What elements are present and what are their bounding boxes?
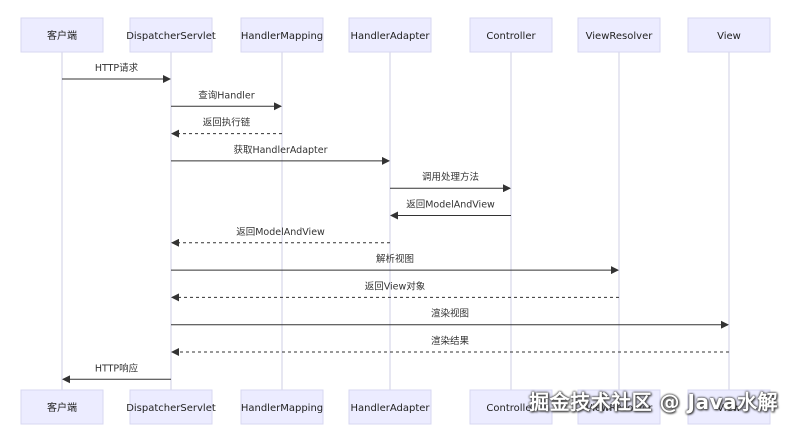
participant-label-bottom-dispatcherservlet: DispatcherServlet [126,403,216,414]
participant-label-bottom-viewresolver: ViewResolver [586,403,654,414]
message-label-9: 返回View对象 [365,280,426,292]
participant-box-top-view [687,17,771,53]
participant-box-top-p0 [20,17,104,53]
participant-box-top-controller [469,17,553,53]
participant-box-bottom-handlermapping [240,389,324,425]
message-label-1: HTTP请求 [95,62,139,74]
participant-label-bottom-handlermapping: HandlerMapping [241,403,323,414]
message-label-3: 返回执行链 [203,117,251,129]
message-label-8: 解析视图 [376,253,414,265]
message-label-4: 获取HandlerAdapter [233,145,327,156]
participant-label-bottom-p0: 客户端 [47,401,77,414]
participant-label-top-p0: 客户端 [47,29,77,42]
lifelines [61,52,730,390]
message-label-6: 返回ModelAndView [406,199,495,211]
message-label-2: 查询Handler [198,89,255,101]
participant-box-top-viewresolver [577,17,661,53]
participant-box-bottom-handleradapter [348,389,432,425]
participant-box-top-handlermapping [240,17,324,53]
participant-label-top-handlermapping: HandlerMapping [241,31,323,42]
participant-label-top-controller: Controller [486,31,536,42]
participant-box-bottom-view [687,389,771,425]
message-label-11: 渲染结果 [431,335,470,347]
watermark: 掘金技术社区 @ Java水解 [529,390,778,414]
participant-label-top-handleradapter: HandlerAdapter [350,31,430,42]
participant-box-bottom-p0 [20,389,104,425]
message-label-7: 返回ModelAndView [236,226,325,238]
participant-label-bottom-controller: Controller [486,403,536,414]
participant-box-top-handleradapter [348,17,432,53]
participant-box-bottom-controller [469,389,553,425]
participants-top: 客户端 DispatcherServlet HandlerMapping Handle… [20,17,771,53]
message-label-5: 调用处理方法 [422,171,479,183]
participant-label-top-dispatcherservlet: DispatcherServlet [126,31,216,42]
participant-label-top-view: View [717,31,741,42]
participant-box-top-dispatcherservlet [129,17,213,53]
participant-label-bottom-handleradapter: HandlerAdapter [350,403,430,414]
message-label-12: HTTP响应 [95,362,139,374]
participants-bottom: 客户端 DispatcherServlet HandlerMapping Handle… [20,389,771,425]
participant-label-bottom-view: View [717,403,741,414]
participant-box-bottom-dispatcherservlet [129,389,213,425]
message-label-10: 渲染视图 [431,308,469,320]
participant-label-top-viewresolver: ViewResolver [586,31,654,42]
participant-box-bottom-viewresolver [577,389,661,425]
